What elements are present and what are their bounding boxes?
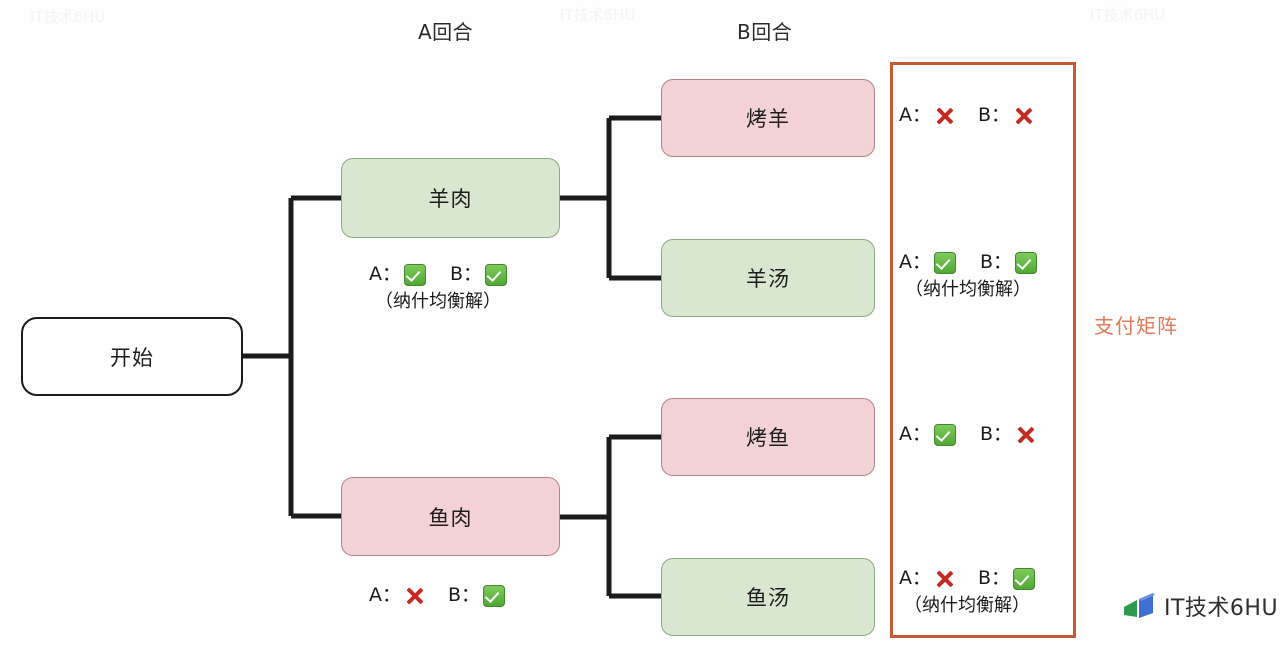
matrix-row-4-player-a: A： (899, 566, 954, 592)
payoff-fish-marks: A： B： (369, 583, 506, 609)
matrix-row-1-marks: A： B： (899, 103, 1033, 129)
check-icon (1013, 567, 1036, 590)
matrix-row-4-player-b: B： (978, 566, 1036, 592)
check-icon (483, 584, 506, 607)
matrix-row-1-player-a-label: A： (899, 104, 931, 126)
column-header-round-b: B回合 (737, 20, 793, 44)
matrix-row-4-marks: A： B： (899, 566, 1036, 592)
node-lamb-soup[interactable]: 羊汤 (661, 239, 875, 317)
node-mutton[interactable]: 羊肉 (341, 158, 560, 238)
matrix-row-2-player-a: A： (899, 250, 956, 276)
payoff-mutton-marks: A： B： (369, 262, 508, 288)
payoff-fish-player-b-label: B： (448, 584, 481, 606)
matrix-row-2: A： B： （纳什均衡解） (899, 250, 1038, 302)
matrix-row-2-player-b-label: B： (980, 251, 1013, 273)
payoff-fish-player-a: A： (369, 583, 424, 609)
check-icon (1015, 251, 1038, 274)
node-start[interactable]: 开始 (21, 317, 243, 396)
payoff-fish-player-a-label: A： (369, 584, 401, 606)
cross-icon (1015, 425, 1035, 445)
matrix-row-3-player-b-label: B： (980, 423, 1013, 445)
matrix-row-3: A： B： (899, 422, 1035, 448)
matrix-row-3-player-b: B： (980, 422, 1035, 448)
payoff-fish-player-b: B： (448, 583, 506, 609)
payoff-mutton-player-b-label: B： (450, 263, 483, 285)
matrix-row-4: A： B： （纳什均衡解） (899, 566, 1036, 618)
matrix-row-2-player-a-label: A： (899, 251, 931, 273)
payoff-fish: A： B： (369, 583, 506, 609)
watermark-text: IT技术6HU (1164, 596, 1279, 621)
cross-icon (1013, 106, 1033, 126)
payoff-matrix-label: 支付矩阵 (1094, 314, 1178, 338)
brand-logo-icon (1123, 591, 1157, 621)
watermark: IT技术6HU (1123, 590, 1278, 622)
matrix-row-1: A： B： (899, 103, 1033, 129)
matrix-row-2-marks: A： B： (899, 250, 1038, 276)
payoff-mutton-nash-note: （纳什均衡解） (375, 290, 502, 312)
payoff-matrix-frame (890, 62, 1076, 638)
check-icon (404, 263, 426, 286)
payoff-mutton-player-b: B： (450, 262, 508, 288)
node-fish-soup[interactable]: 鱼汤 (661, 558, 875, 636)
column-header-round-a: A回合 (418, 20, 474, 44)
matrix-row-4-player-b-label: B： (978, 567, 1011, 589)
check-icon (934, 423, 956, 446)
matrix-row-3-player-a: A： (899, 422, 956, 448)
node-fish[interactable]: 鱼肉 (341, 477, 560, 556)
cross-icon (934, 569, 954, 589)
check-icon (934, 251, 956, 274)
node-grilled-fish[interactable]: 烤鱼 (661, 398, 875, 476)
payoff-mutton: A： B： （纳什均衡解） (369, 262, 508, 314)
matrix-row-1-player-a: A： (899, 103, 954, 129)
check-icon (485, 263, 508, 286)
matrix-row-2-player-b: B： (980, 250, 1038, 276)
payoff-mutton-player-a-label: A： (369, 263, 401, 285)
matrix-row-1-player-b: B： (978, 103, 1033, 129)
payoff-mutton-player-a: A： (369, 262, 426, 288)
matrix-row-3-player-a-label: A： (899, 423, 931, 445)
matrix-row-3-marks: A： B： (899, 422, 1035, 448)
cross-icon (934, 106, 954, 126)
matrix-row-1-player-b-label: B： (978, 104, 1011, 126)
node-roast-lamb[interactable]: 烤羊 (661, 79, 875, 157)
cross-icon (404, 586, 424, 606)
matrix-row-2-nash-note: （纳什均衡解） (905, 278, 1032, 300)
matrix-row-4-nash-note: （纳什均衡解） (904, 594, 1031, 616)
matrix-row-4-player-a-label: A： (899, 567, 931, 589)
